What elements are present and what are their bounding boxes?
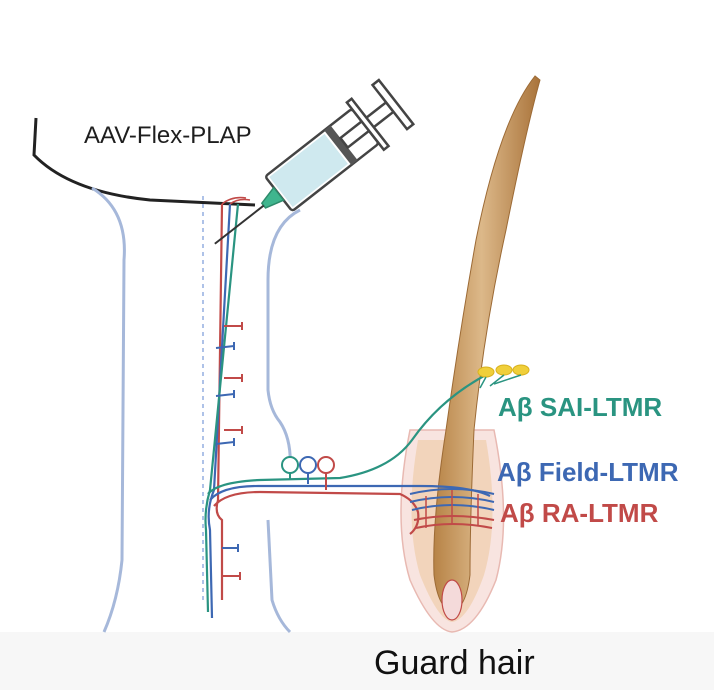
cord-terminals [215,322,243,580]
follicle-endings [409,488,495,529]
tissue-surface-line [32,117,256,207]
merkel-cells [477,364,530,389]
sai-fiber-peripheral [207,375,485,495]
sai-ltmr-label: Aβ SAI-LTMR [498,392,663,422]
guard-hair-label: Guard hair [374,644,535,682]
drg-neurons [281,456,335,490]
ra-ltmr-label: Aβ RA-LTMR [500,498,659,528]
injection-fibers-top [221,196,251,205]
field-fiber-cord [207,203,232,619]
injection-label: AAV-Flex-PLAP [84,122,252,149]
ra-fiber-peripheral [213,490,420,535]
field-ltmr-label: Aβ Field-LTMR [497,457,679,487]
sai-fiber-cord [204,203,240,613]
ra-fiber-cord [215,203,224,600]
spinal-cord-outline-right [266,208,301,471]
bottom-band [0,632,714,690]
syringe-icon [214,78,416,245]
hair-bulb-papilla [441,579,463,621]
spinal-cord-outline-right-lower [266,519,292,634]
spinal-cord-outline [91,186,126,633]
